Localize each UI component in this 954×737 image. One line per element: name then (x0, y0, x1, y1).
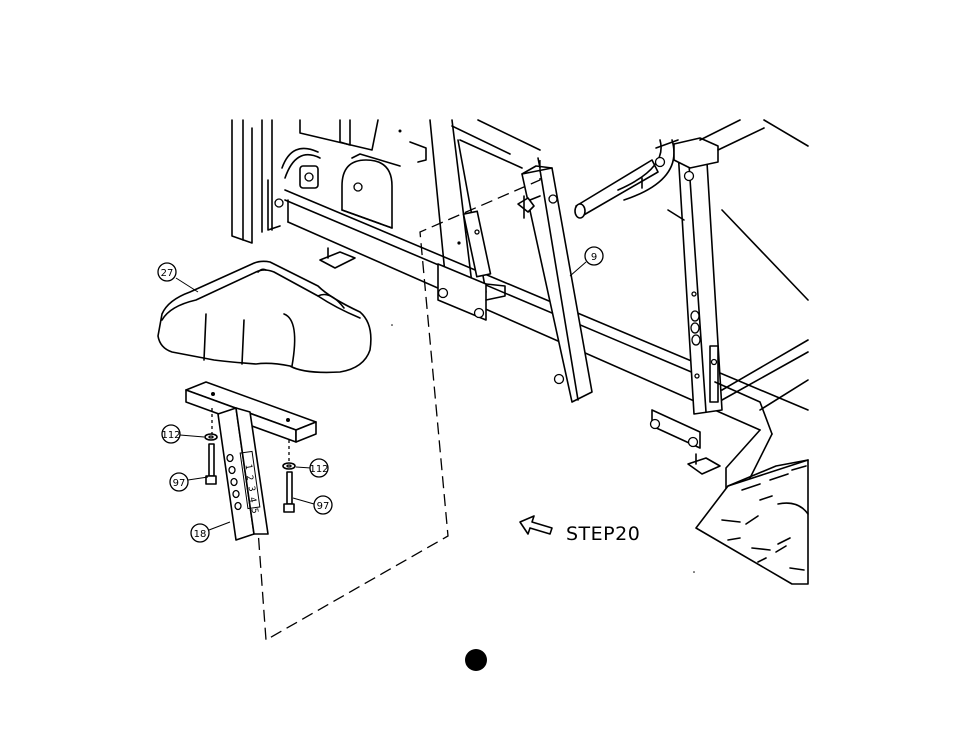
callout-97-right: 97 (293, 496, 332, 514)
callout-label: 112 (161, 430, 180, 441)
callout-112-left: 112 (161, 425, 204, 443)
seat-post: 1 2 3 4 5 (186, 382, 316, 540)
callout-label: 27 (161, 268, 174, 279)
callout-97-left: 97 (170, 473, 208, 491)
callout-label: 97 (317, 501, 330, 512)
callout-112-right: 112 (296, 459, 329, 477)
seat-pad (158, 261, 371, 372)
assembly-guide-line (250, 160, 540, 640)
filled-circle-icon (465, 649, 487, 671)
callout-label: 18 (194, 529, 207, 540)
callout-18: 18 (191, 522, 230, 542)
step-label: STEP20 (566, 523, 640, 545)
callout-label: 112 (309, 464, 328, 475)
left-arrow-icon (520, 516, 552, 534)
callout-label: 9 (591, 252, 597, 263)
callout-label: 97 (173, 478, 186, 489)
callout-27: 27 (158, 263, 198, 292)
step-indicator: STEP20 (520, 516, 640, 545)
callout-9: 9 (570, 247, 603, 276)
